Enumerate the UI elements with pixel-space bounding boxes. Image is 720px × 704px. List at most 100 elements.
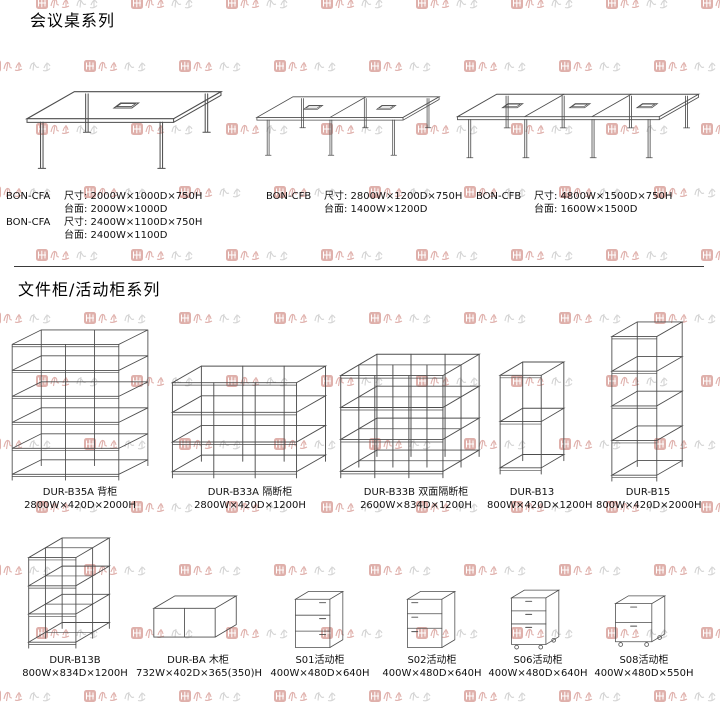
watermark-seal-icon [36, 375, 98, 387]
watermark [510, 499, 588, 515]
watermark [0, 688, 66, 704]
watermark [320, 499, 398, 515]
conference-table-cfb-2800-svg [255, 96, 441, 156]
cabinet-dur-b33b-drawing [336, 350, 486, 482]
watermark-seal-icon [0, 690, 51, 702]
watermark-seal-icon [131, 501, 193, 513]
watermark [130, 499, 208, 515]
watermark-seal-icon [179, 564, 241, 576]
watermark-seal-icon [416, 123, 478, 135]
watermark [178, 562, 256, 578]
watermark [415, 247, 493, 263]
watermark [225, 247, 303, 263]
watermark-seal-icon [0, 564, 51, 576]
watermark-seal-icon [511, 123, 573, 135]
product-name: S01活动柜 [295, 655, 345, 666]
watermark-seal-icon [511, 627, 573, 639]
watermark [273, 436, 351, 452]
caption-dur-ba: DUR-BA 木柜 732W×402D×365(350)H [136, 654, 263, 680]
watermark-seal-icon [416, 501, 478, 513]
watermark [130, 247, 208, 263]
watermark-seal-icon [701, 501, 720, 513]
watermark-seal-icon [179, 690, 241, 702]
watermark [700, 121, 720, 137]
pedestal-s06-drawing [508, 586, 564, 652]
pedestal-s02-svg [406, 591, 457, 648]
watermark [463, 310, 541, 326]
watermark-seal-icon [321, 375, 383, 387]
watermark-seal-icon [321, 249, 383, 261]
watermark-seal-icon [369, 312, 431, 324]
watermark [225, 499, 303, 515]
spec-row: 台面: 1400W×1200D [266, 203, 462, 216]
spec-top: 台面: 1600W×1500D [534, 204, 638, 215]
watermark-seal-icon [701, 375, 720, 387]
watermark [653, 688, 720, 704]
watermark-seal-icon [226, 123, 288, 135]
watermark [273, 184, 351, 200]
watermark-seal-icon [654, 690, 716, 702]
watermark-seal-icon [511, 249, 573, 261]
watermark [700, 0, 720, 11]
product-name: S08活动柜 [619, 655, 669, 666]
model-code: BON-CFA [6, 191, 51, 202]
model-code: BON-CFB [266, 191, 312, 202]
watermark-seal-icon [701, 0, 720, 9]
product-dims: 732W×402D×365(350)H [136, 668, 263, 679]
section-title-cabinets: 文件柜/活动柜系列 [18, 280, 161, 299]
caption-dur-b15: DUR-B15 800W×420D×2000H [596, 486, 702, 512]
watermark-seal-icon [274, 690, 336, 702]
watermark [653, 310, 720, 326]
pedestal-s02-drawing [404, 588, 460, 651]
watermark-seal-icon [131, 627, 193, 639]
watermark-seal-icon [606, 249, 668, 261]
watermark-seal-icon [606, 0, 668, 9]
watermark-seal-icon [0, 60, 51, 72]
watermark [558, 436, 636, 452]
watermark [510, 121, 588, 137]
spec-size: 尺寸: 2000W×1000D×750H [64, 191, 203, 202]
watermark [130, 0, 208, 11]
watermark [178, 58, 256, 74]
caption-s08: S08活动柜 400W×480D×550H [594, 654, 694, 680]
watermark [273, 562, 351, 578]
cabinet-dur-ba-svg [152, 595, 238, 638]
watermark [368, 184, 446, 200]
conference-table-cfb-2800-drawing [250, 80, 446, 172]
pedestal-s06-svg [510, 589, 561, 650]
watermark [510, 625, 588, 641]
spec-top: 台面: 2000W×1000D [64, 204, 168, 215]
watermark [320, 0, 398, 11]
watermark-seal-icon [84, 312, 146, 324]
watermark [320, 373, 398, 389]
watermark-seal-icon [464, 690, 526, 702]
watermark-seal-icon [654, 564, 716, 576]
watermark-seal-icon [464, 186, 526, 198]
watermark [368, 562, 446, 578]
watermark-seal-icon [416, 249, 478, 261]
caption-s02: S02活动柜 400W×480D×640H [382, 654, 482, 680]
watermark-seal-icon [701, 123, 720, 135]
watermark-seal-icon [511, 0, 573, 9]
spec-row: 台面: 2000W×1000D [6, 203, 202, 216]
watermark [605, 0, 683, 11]
watermark-seal-icon [464, 60, 526, 72]
product-name: DUR-B15 [625, 487, 671, 498]
watermark-seal-icon [274, 186, 336, 198]
product-name: DUR-B13 [509, 487, 555, 498]
watermark [35, 0, 113, 11]
watermark [368, 310, 446, 326]
watermark-seal-icon [559, 690, 621, 702]
watermark-seal-icon [0, 186, 51, 198]
product-name: DUR-BA 木柜 [167, 655, 229, 666]
model-code: BON-CFB [476, 191, 522, 202]
watermark [35, 373, 113, 389]
spec-block-bon-cfa: BON-CFA 尺寸: 2000W×1000D×750H 台面: 2000W×10… [6, 190, 202, 242]
product-name: S02活动柜 [407, 655, 457, 666]
watermark [83, 310, 161, 326]
caption-s01: S01活动柜 400W×480D×640H [270, 654, 370, 680]
watermark-seal-icon [464, 312, 526, 324]
product-dims: 400W×480D×640H [270, 668, 370, 679]
